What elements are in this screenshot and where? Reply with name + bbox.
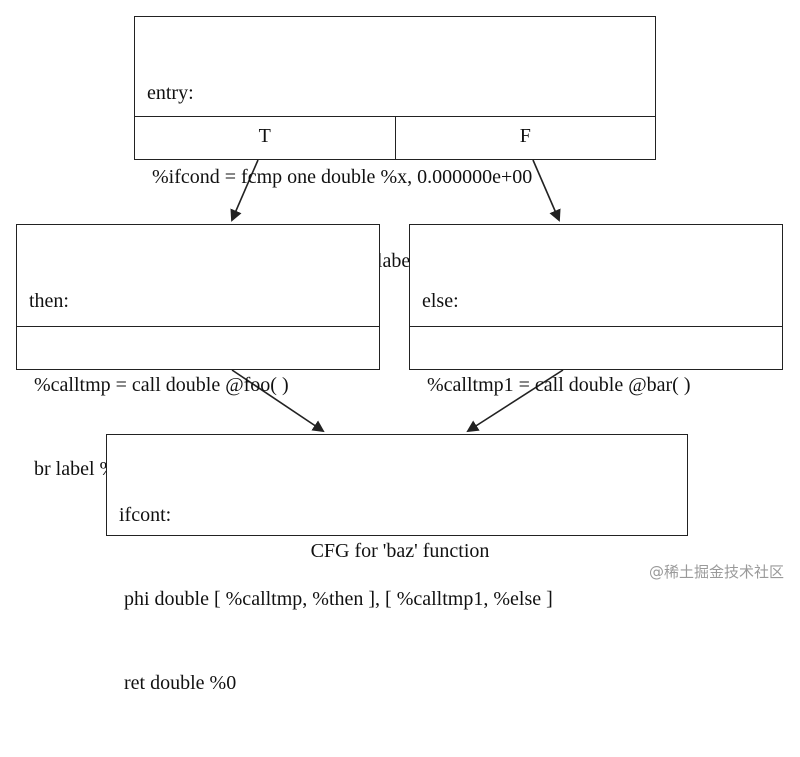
node-else-footer xyxy=(410,326,782,369)
node-else: else: %calltmp1 = call double @bar( ) br… xyxy=(409,224,783,480)
node-then-instruction: %calltmp = call double @foo( ) xyxy=(29,374,289,396)
node-entry-branches: T F xyxy=(135,116,655,159)
branch-true-label: T xyxy=(258,125,271,147)
node-entry: entry: %ifcond = fcmp one double %x, 0.0… xyxy=(134,16,656,272)
node-then-label: then: xyxy=(29,290,69,312)
node-ifcont-instruction: ret double %0 xyxy=(119,672,237,694)
node-ifcont-label: ifcont: xyxy=(119,504,172,526)
node-ifcont-body: ifcont: phi double [ %calltmp, %then ], … xyxy=(107,435,687,757)
node-else-label: else: xyxy=(422,290,459,312)
edge-entry-then xyxy=(230,159,259,222)
node-entry-instruction: %ifcond = fcmp one double %x, 0.000000e+… xyxy=(147,166,533,188)
branch-false-label: F xyxy=(394,117,656,159)
node-ifcont: ifcont: phi double [ %calltmp, %then ], … xyxy=(106,434,688,694)
node-then-footer xyxy=(17,326,379,369)
node-else-instruction: %calltmp1 = call double @bar( ) xyxy=(422,374,691,396)
edge-entry-else xyxy=(532,159,561,222)
edge-then-ifcont xyxy=(231,369,325,433)
edge-layer xyxy=(230,159,564,433)
node-then: then: %calltmp = call double @foo( ) br … xyxy=(16,224,380,480)
node-entry-label: entry: xyxy=(147,82,194,104)
diagram-caption: CFG for 'baz' function xyxy=(310,540,490,562)
node-ifcont-instruction: phi double [ %calltmp, %then ], [ %callt… xyxy=(119,588,553,610)
edge-else-ifcont xyxy=(466,369,564,433)
watermark: @稀土掘金技术社区 xyxy=(648,563,784,581)
